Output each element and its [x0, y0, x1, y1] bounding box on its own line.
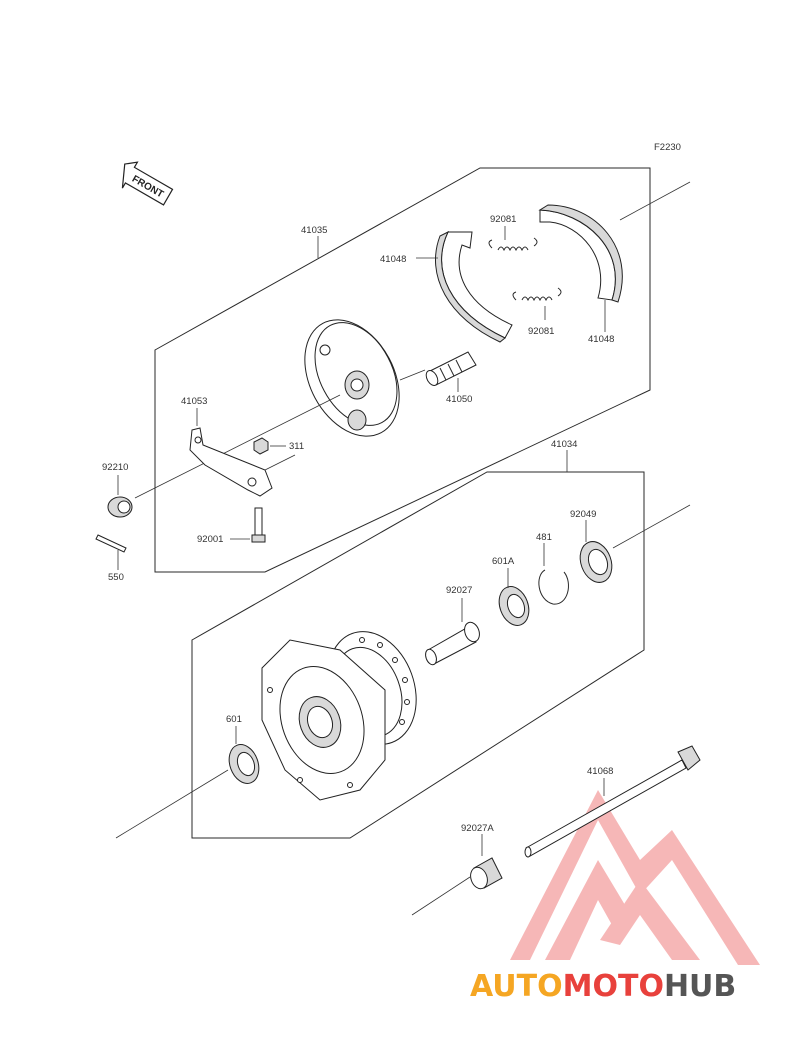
axis-line-upper-mid — [399, 369, 426, 381]
spacer-92027 — [425, 621, 480, 666]
bearing-601A — [498, 586, 530, 626]
axle-nut-92210 — [107, 496, 133, 518]
label-92081-upper: 92081 — [490, 214, 516, 225]
hub-group-outline — [191, 471, 645, 839]
axis-line-upper-right — [619, 181, 691, 221]
watermark-moto: MOTO — [563, 969, 664, 1004]
circlip-481 — [538, 569, 569, 605]
label-92210: 92210 — [102, 462, 128, 473]
nut-311 — [253, 437, 269, 455]
label-41034: 41034 — [551, 439, 577, 450]
brake-shoe-left — [435, 230, 513, 343]
front-direction-icon: FRONT — [121, 161, 174, 206]
label-601A: 601A — [492, 556, 515, 567]
brake-panel-group-outline — [154, 167, 651, 573]
label-92049: 92049 — [570, 509, 596, 520]
cotter-pin-550 — [95, 534, 127, 553]
label-92081-lower: 92081 — [528, 326, 554, 337]
axis-line-upper-left — [134, 394, 341, 499]
brake-cam — [425, 351, 477, 386]
label-601: 601 — [226, 714, 242, 725]
figure-code: F2230 — [654, 142, 681, 153]
label-311: 311 — [289, 441, 304, 452]
label-41048-right: 41048 — [588, 334, 614, 345]
label-92001: 92001 — [197, 534, 223, 545]
watermark-hub: HUB — [664, 969, 736, 1004]
label-92027A: 92027A — [461, 823, 494, 834]
axis-line-lower-left — [115, 769, 229, 839]
spring-lower — [512, 287, 562, 302]
label-41048-left: 41048 — [380, 254, 406, 265]
watermark-text: AUTOMOTOHUB — [470, 969, 736, 1004]
wheel-hub — [261, 631, 417, 801]
axle-41068 — [524, 745, 701, 858]
leader-311-b — [264, 454, 296, 471]
brake-shoe-right — [538, 204, 623, 303]
label-41035: 41035 — [301, 225, 327, 236]
axis-line-spacer-left — [411, 876, 471, 916]
bolt-92001 — [251, 507, 266, 543]
brake-arm — [189, 427, 273, 497]
label-41053: 41053 — [181, 396, 207, 407]
spacer-92027A — [470, 857, 503, 890]
bearing-601 — [228, 744, 260, 784]
oil-seal-92049 — [579, 541, 613, 583]
label-550: 550 — [108, 572, 124, 583]
label-41050: 41050 — [446, 394, 472, 405]
watermark-auto: AUTO — [470, 969, 563, 1004]
label-41068: 41068 — [587, 766, 613, 777]
label-481: 481 — [536, 532, 552, 543]
watermark-logo — [510, 790, 760, 965]
label-92027: 92027 — [446, 585, 472, 596]
brake-panel — [304, 319, 400, 437]
axis-line-lower-right — [612, 504, 691, 549]
spring-upper — [488, 237, 538, 252]
